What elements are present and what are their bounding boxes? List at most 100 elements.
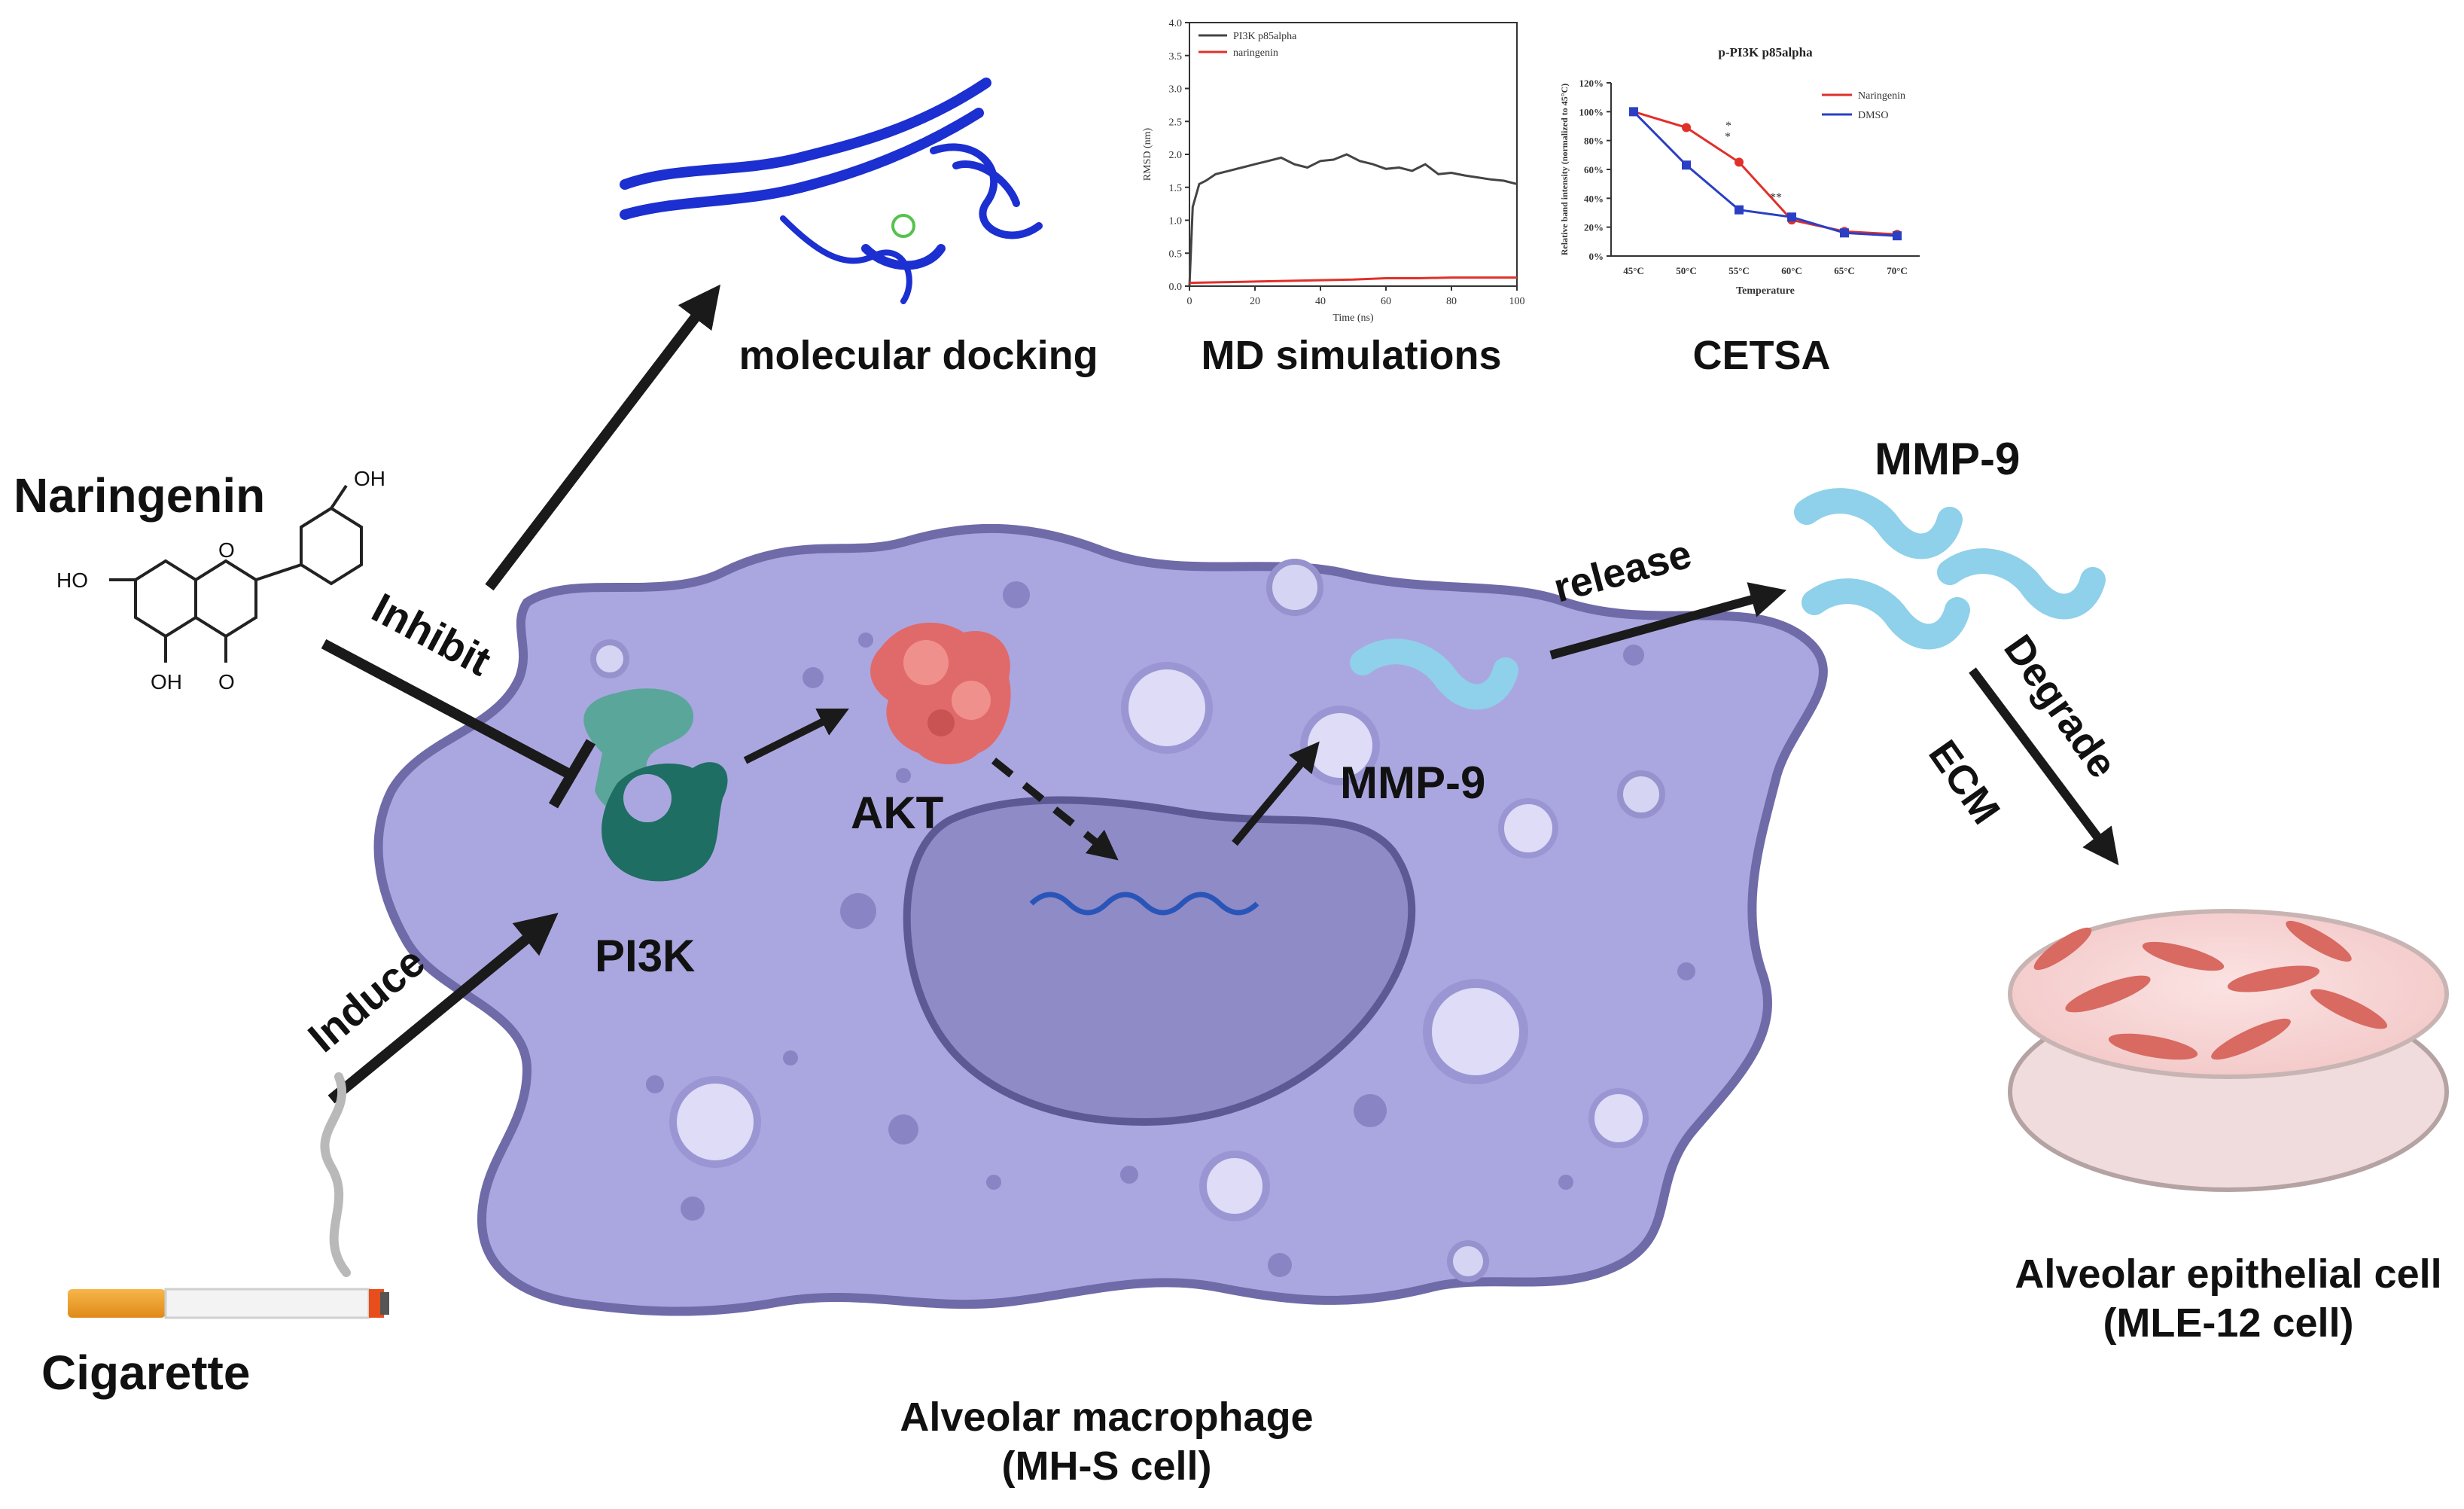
md-ytick-label: 4.0 [1169,18,1183,29]
cigarette-illustration [68,1072,389,1319]
ecm-label: ECM [1920,732,2009,832]
macrophage-label-line2: (MH-S cell) [1001,1443,1211,1489]
md-ytick-label: 0.5 [1169,248,1183,260]
arrow-release [1549,582,1787,660]
dna-strand [1029,892,1259,916]
md-series-line [1189,276,1517,285]
mmp9-outside-label: MMP-9 [1875,434,2020,484]
petri-dish-epithelial [2008,909,2449,1192]
cetsa-point [1682,160,1691,170]
md-ylabel: RMSD (nm) [1142,127,1153,181]
md-legend-label: PI3K p85alpha [1233,31,1297,42]
cetsa-ytick-label: 100% [1579,106,1604,117]
cetsa-xtick-label: 50°C [1676,265,1697,276]
inhibit-line [321,639,575,781]
cetsa-legend-label: DMSO [1858,110,1888,121]
md-ytick-label: 2.5 [1169,117,1183,128]
md-chart: 0.0 0.5 1.0 1.5 2.0 2.5 3.0 3.5 4.0 0 20 40 60 80 100T… [1142,18,1525,324]
cetsa-series-line [1633,110,1898,236]
cetsa-point [1682,123,1691,133]
induce-label: Induce [299,937,434,1061]
arrow-pi3k-akt [743,709,849,764]
md-ytick-label: 2.0 [1169,150,1183,161]
md-xtick-label: 20 [1250,296,1260,307]
md-xtick-label: 80 [1446,296,1457,307]
cetsa-ytick-label: 120% [1579,78,1604,89]
cetsa-xlabel: Temperature [1736,285,1795,297]
arrow-induce [327,913,559,1104]
md-ytick-label: 1.5 [1169,183,1183,194]
md-plot-frame [1189,22,1518,287]
md-ytick-label: 3.0 [1169,84,1183,96]
release-label: release [1549,531,1696,611]
arrow-akt-nucleus [991,758,1119,861]
naringenin-atoms: OH HO OH O O [56,467,385,694]
cetsa-xtick-label: 45°C [1623,265,1644,276]
inhibit-bar [548,739,596,809]
arrows [321,284,2119,1104]
arrow-nucleus-mmp9 [1232,741,1320,846]
cetsa-ytick-label: 20% [1584,222,1604,233]
md-xtick-label: 60 [1381,296,1391,307]
epithelial-cells [2033,920,2388,1060]
atom-o-ketone: O [218,670,235,694]
akt-protein [870,622,1011,764]
cetsa-ytick-label: 60% [1584,164,1604,175]
md-legend-label: naringenin [1233,47,1278,59]
cetsa-ylabel: Relative band intensity (normalized to 4… [1559,84,1570,255]
cetsa-label: CETSA [1692,333,1830,378]
cetsa-significance: ** [1770,191,1782,204]
mmp9-inside-protein [1350,639,1518,710]
naringenin-label: Naringenin [14,468,265,523]
mmp9-secreted-proteins [1794,488,2106,650]
cetsa-significance: * [1725,120,1732,133]
cetsa-xtick-label: 60°C [1781,265,1802,276]
degrade-label: Degrade [1995,626,2125,785]
nucleus [903,796,1416,1126]
md-xlabel: Time (ns) [1333,312,1374,324]
cetsa-point [1629,107,1638,117]
docking-label: molecular docking [739,333,1098,378]
epithelial-label-line1: Alveolar epithelial cell [2015,1251,2441,1297]
cetsa-ytick-label: 40% [1584,193,1604,204]
md-series-line [1188,153,1518,287]
vesicles [590,559,1695,1282]
macrophage-label-line1: Alveolar macrophage [900,1395,1313,1440]
cetsa-xtick-label: 65°C [1834,265,1855,276]
cetsa-point [1787,212,1796,222]
cetsa-chart: p-PI3K p85alpha 0% 20% 40% 60% 80% 100% 120% 45°… [1559,45,1920,297]
md-ytick-label: 0.0 [1169,282,1183,293]
cetsa-title: p-PI3K p85alpha [1718,45,1813,59]
atom-o-ring: O [218,538,235,562]
akt-label: AKT [851,788,943,838]
mmp9-inside-label: MMP-9 [1340,758,1485,808]
md-label: MD simulations [1201,333,1501,378]
md-xtick-label: 0 [1187,296,1192,307]
arrow-to-docking [485,284,720,591]
md-xtick-label: 40 [1315,296,1326,307]
cetsa-significance: * [1725,131,1731,144]
cetsa-point [1840,228,1849,238]
cetsa-xtick-label: 70°C [1887,265,1908,276]
cetsa-ytick-label: 80% [1584,136,1604,147]
cetsa-point [1893,231,1902,241]
cetsa-point [1735,157,1744,167]
cetsa-ytick-label: 0% [1589,251,1604,262]
alveolar-macrophage-cell [373,523,1828,1316]
cetsa-point [1735,205,1744,215]
epithelial-label-line2: (MLE-12 cell) [2103,1300,2353,1346]
md-ytick-label: 3.5 [1169,51,1183,62]
inhibit-label: Inhibit [364,584,498,684]
arrow-degrade [1969,667,2119,866]
atom-oh-bottom: OH [151,670,182,694]
atom-ho-left: HO [56,569,88,592]
docking-protein-image [620,78,1043,304]
cetsa-xtick-label: 55°C [1728,265,1750,276]
md-ytick-label: 1.0 [1169,216,1183,227]
cetsa-series-line [1632,111,1898,237]
atom-oh-top: OH [354,467,385,490]
md-xtick-label: 100 [1509,296,1525,307]
pi3k-label: PI3K [595,931,695,981]
cetsa-legend-label: Naringenin [1858,90,1905,102]
